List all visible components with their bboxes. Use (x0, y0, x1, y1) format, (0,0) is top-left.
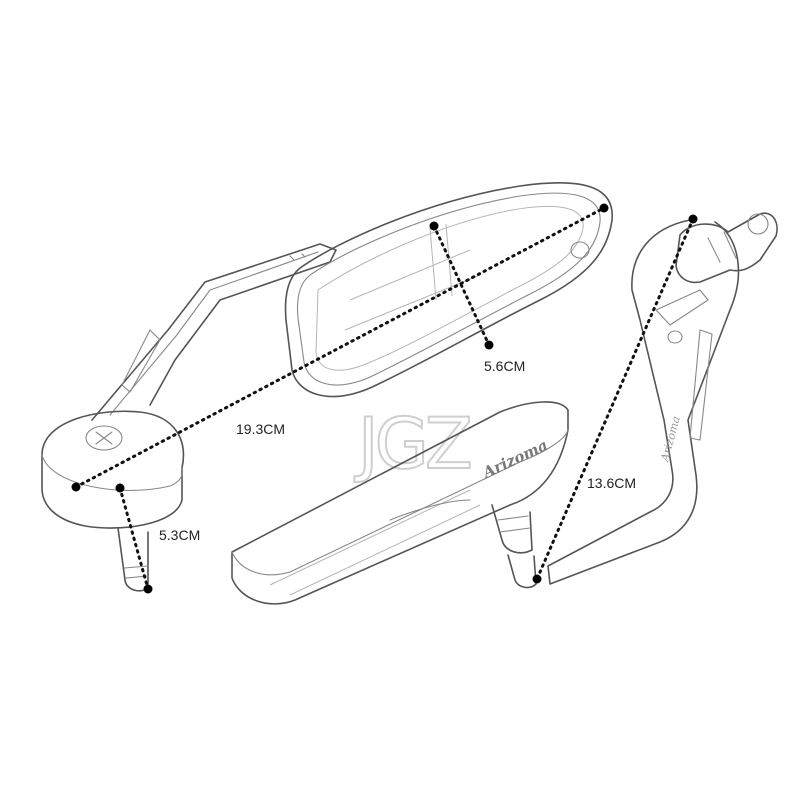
left-mirror-arm (91, 243, 337, 421)
dim-line-right-arm (535, 217, 695, 581)
dimension-5-3cm: 5.3CM (115, 483, 200, 594)
dim-label-diagonal: 19.3CM (236, 421, 285, 437)
right-mirror-arm (547, 212, 778, 585)
dimension-19-3cm: 19.3CM (71, 203, 609, 492)
brand-logo-small: Arizoma (658, 415, 683, 464)
dimension-5-6cm: 5.6CM (429, 221, 525, 374)
dim-point (429, 221, 439, 231)
dim-label-end-cap: 5.3CM (159, 527, 200, 543)
dim-point (71, 482, 81, 492)
mirror-glass-head (284, 182, 613, 398)
watermark-logo: JGZ (354, 403, 470, 485)
dim-line-mirror-height (432, 224, 491, 347)
dim-label-right-arm: 13.6CM (587, 475, 636, 491)
center-bracket (231, 401, 569, 605)
dim-point (532, 574, 542, 584)
dim-point (143, 584, 153, 594)
dimension-13-6cm: 13.6CM (532, 214, 698, 584)
dim-line-end-cap (118, 486, 150, 591)
dim-point (599, 203, 609, 213)
dim-point (484, 340, 494, 350)
dim-point (688, 214, 698, 224)
dim-line-diagonal (74, 206, 606, 489)
left-end-cap (41, 410, 185, 592)
dim-label-mirror-height: 5.6CM (484, 358, 525, 374)
brand-logo: Arizoma (478, 436, 550, 482)
dim-point (115, 483, 125, 493)
